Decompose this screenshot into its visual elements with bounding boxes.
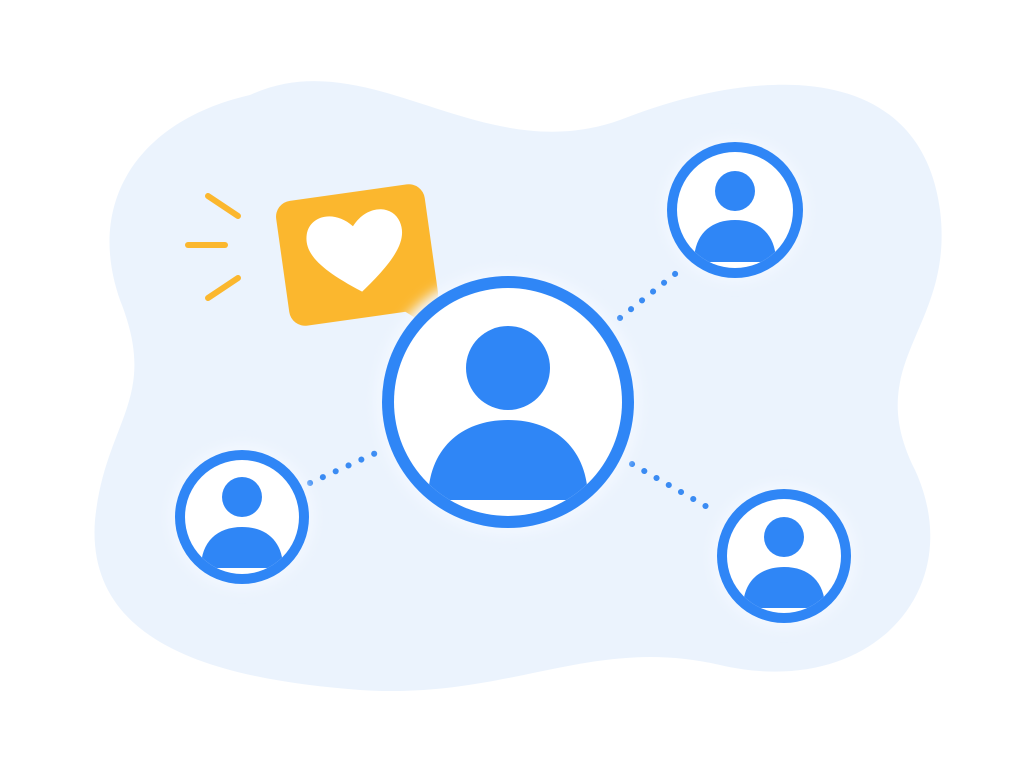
connector-bottom-right [629, 461, 719, 515]
user-avatar-icon [694, 171, 776, 262]
top-right-user-avatar [663, 138, 807, 282]
user-avatar-icon [743, 517, 825, 608]
connector-top-right [617, 267, 683, 321]
connector-bottom-left [307, 449, 381, 486]
bottom-left-user-avatar [170, 445, 314, 589]
bottom-right-user-avatar [712, 484, 856, 628]
central-user-avatar [376, 270, 640, 534]
connector-lines [307, 267, 719, 515]
user-avatar-icon [428, 326, 588, 500]
user-avatar-icon [201, 477, 283, 568]
heart-speech-bubble-icon [276, 184, 440, 334]
sparkle-lines-icon [185, 193, 241, 301]
heart-icon [306, 209, 403, 292]
